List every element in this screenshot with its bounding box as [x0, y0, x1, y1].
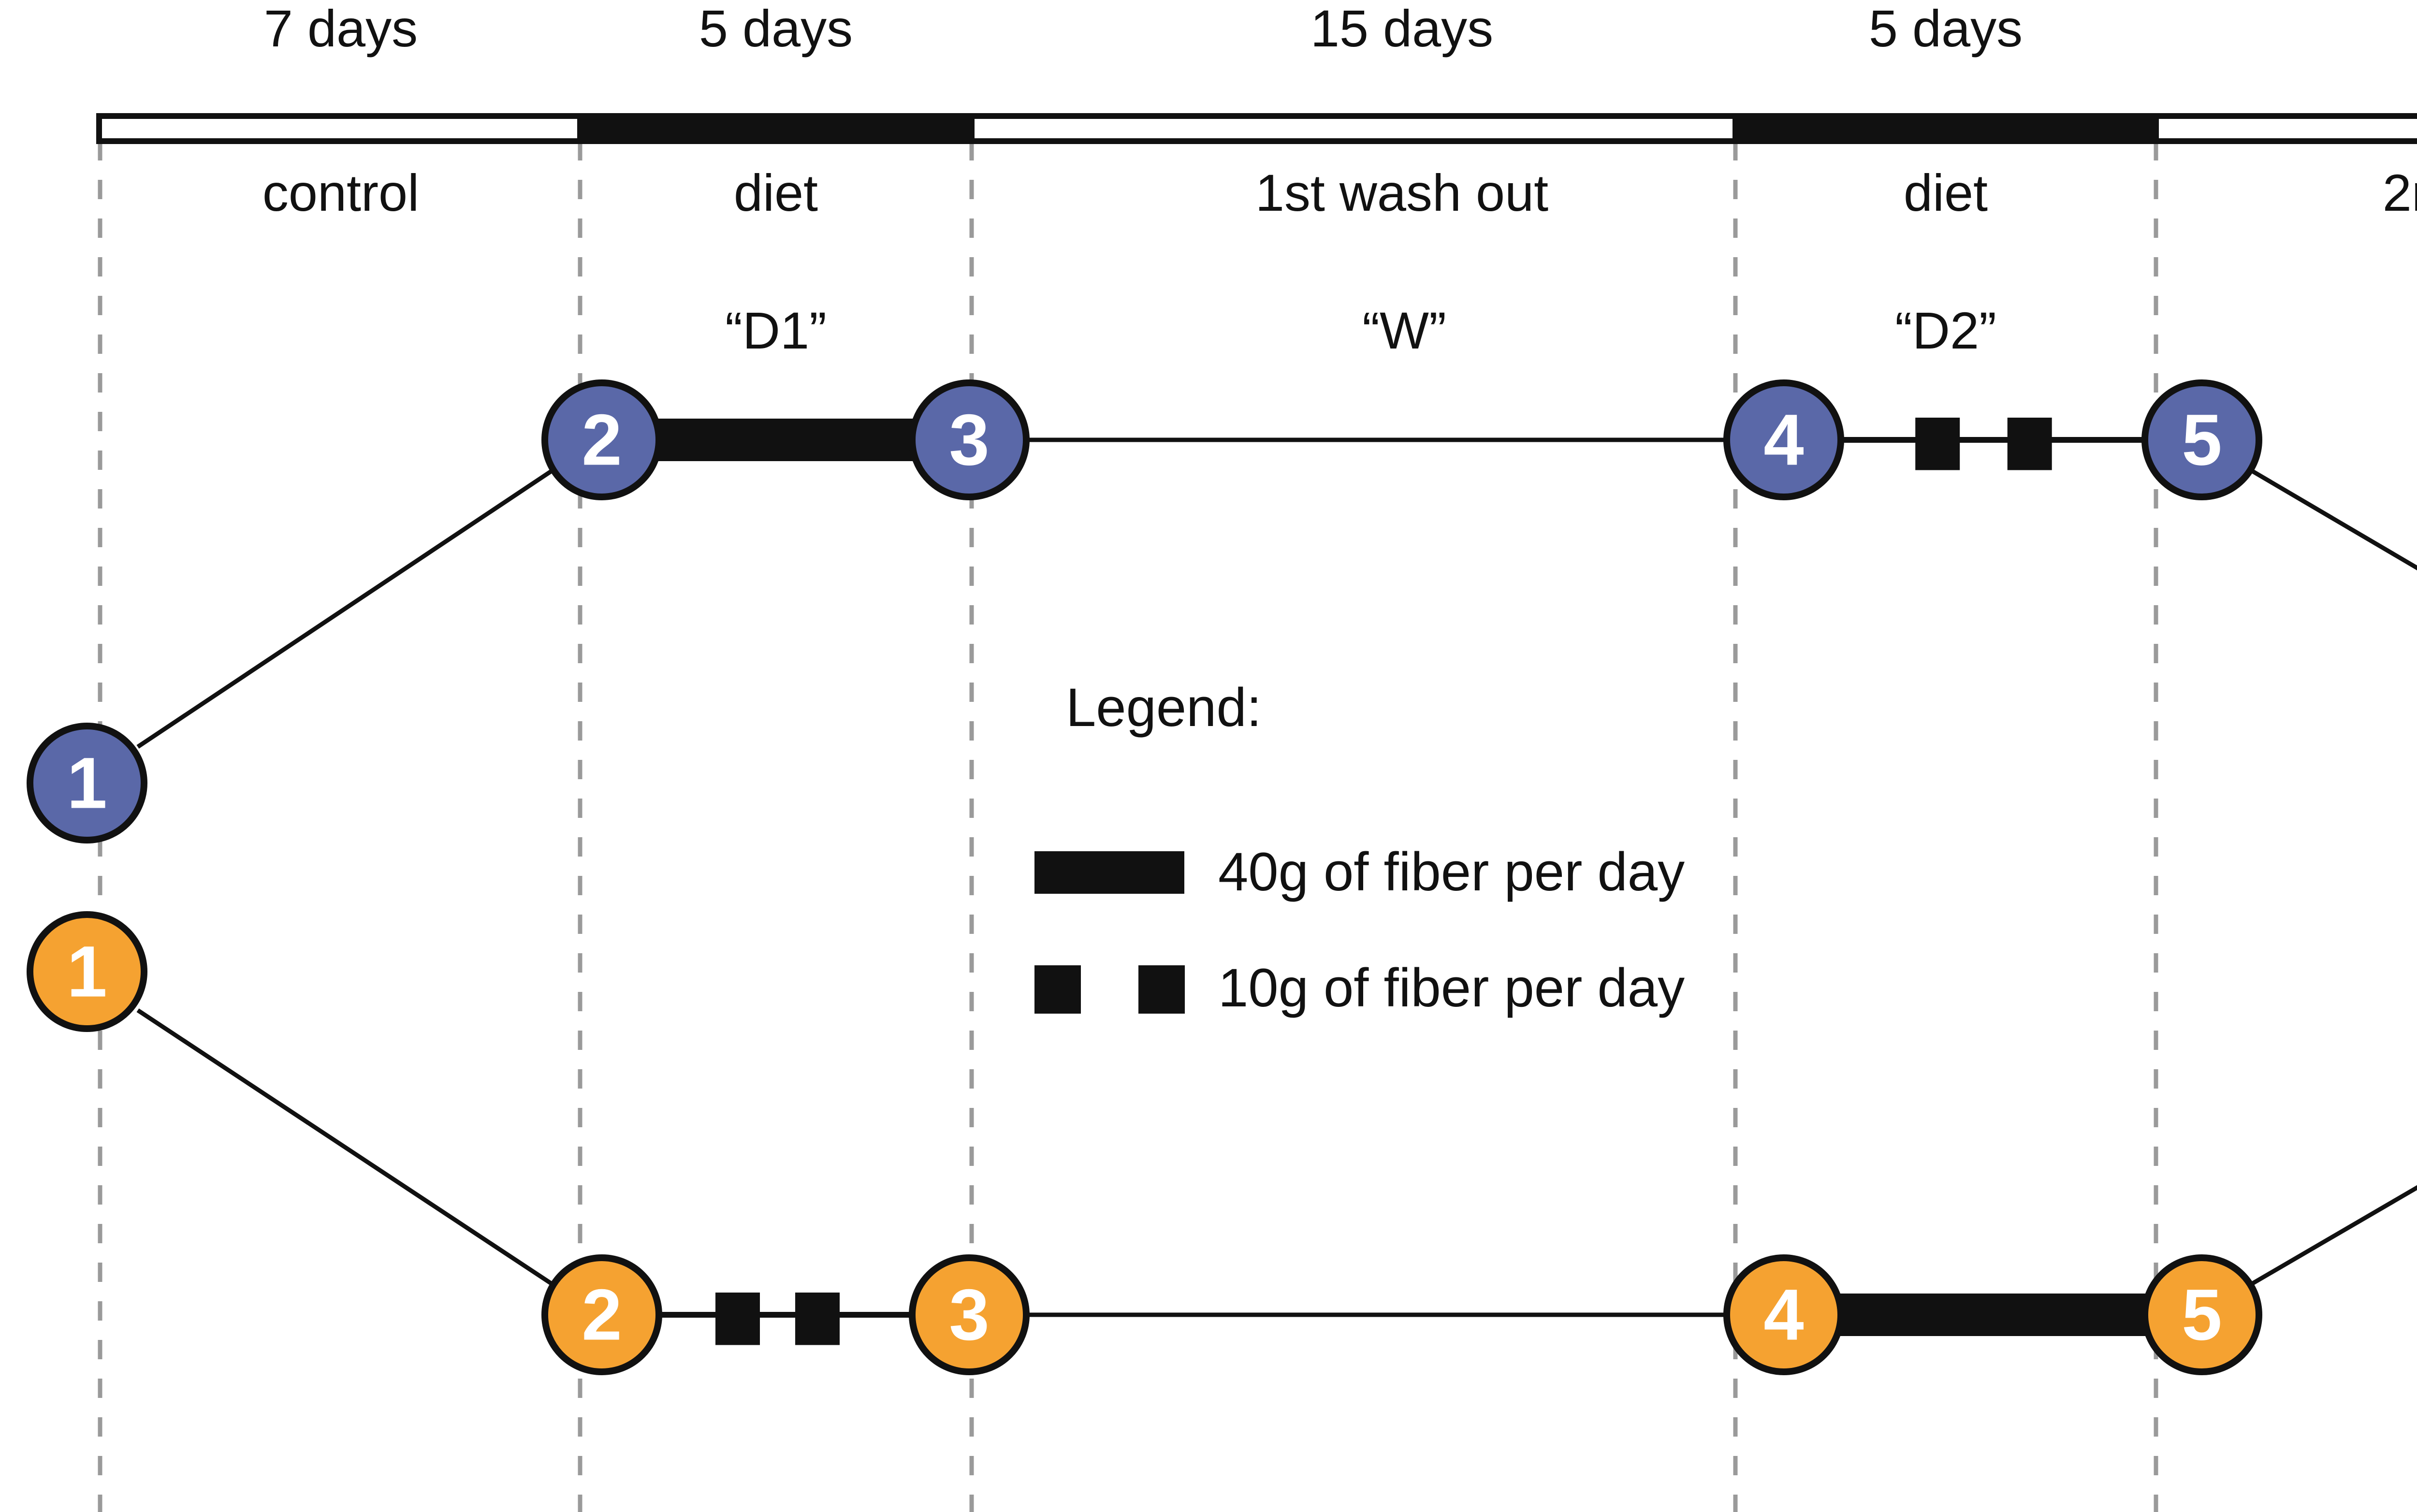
phase-label-2: 1st wash out [1255, 163, 1549, 222]
node-orange-3[interactable] [909, 1254, 1030, 1375]
interval-label-1: “W” [1362, 301, 1446, 360]
duration-label-3: 5 days [1868, 0, 2023, 58]
node-orange-5[interactable] [2141, 1254, 2262, 1375]
edge-orange-2-3-10g-dash-1 [795, 1293, 840, 1345]
phase-label-3: diet [1903, 163, 1988, 222]
node-blue-1[interactable] [27, 723, 147, 843]
edge-orange-1-2 [136, 1008, 553, 1285]
edge-blue-4-5-10g-dash-1 [2007, 418, 2052, 470]
interval-label-0: “D1” [725, 301, 827, 360]
node-blue-5[interactable] [2141, 379, 2262, 500]
legend-swatch-10g-dash-0 [1034, 965, 1081, 1014]
legend-swatch-10g-dash-1 [1138, 965, 1185, 1014]
edge-blue-4-5-10g-dash-0 [1915, 418, 1960, 470]
node-blue-3[interactable] [909, 379, 1030, 500]
phase-label-0: control [262, 163, 420, 222]
timeline-segment-0 [96, 113, 583, 144]
legend-swatch-40g [1034, 851, 1184, 894]
phase-label-1: diet [733, 163, 818, 222]
duration-label-0: 7 days [263, 0, 418, 58]
timeline-segment-1 [577, 113, 975, 144]
timeline-segment-4 [2153, 113, 2417, 144]
timeline-segment-2 [969, 113, 1738, 144]
legend-item-10g-label: 10g of fiber per day [1218, 958, 1685, 1018]
legend-swatches [1034, 851, 1185, 1014]
duration-label-1: 5 days [699, 0, 853, 58]
legend-title: Legend: [1066, 677, 1262, 738]
node-blue-4[interactable] [1723, 379, 1844, 500]
nodes-group [27, 379, 2262, 1375]
edge-blue-5-6 [2251, 469, 2417, 571]
timeline-bar [96, 113, 2417, 144]
edge-orange-2-3-10g-dash-0 [715, 1293, 760, 1345]
interval-label-2: “D2” [1895, 301, 1996, 360]
legend-item-40g-label: 40g of fiber per day [1218, 842, 1685, 902]
node-blue-2[interactable] [541, 379, 662, 500]
timeline-segment-3 [1733, 113, 2159, 144]
node-orange-1[interactable] [27, 911, 147, 1032]
edge-blue-1-2 [136, 469, 553, 749]
edge-orange-5-6 [2251, 1185, 2417, 1285]
phase-label-4: 2nd wash out [2382, 163, 2417, 222]
edges-group [136, 418, 2417, 1345]
duration-label-2: 15 days [1310, 0, 1494, 58]
node-orange-2[interactable] [541, 1254, 662, 1375]
node-orange-4[interactable] [1723, 1254, 1844, 1375]
